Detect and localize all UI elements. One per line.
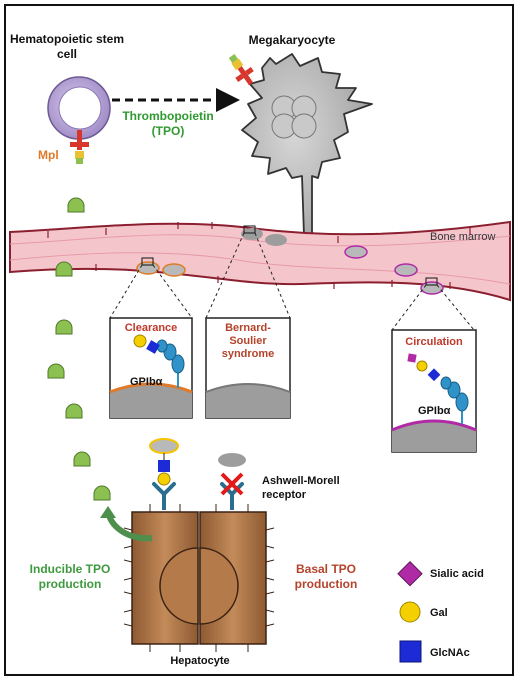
legend-label-2: GlcNAc: [430, 647, 470, 659]
bone-marrow-label: Bone marrow: [430, 231, 495, 243]
tpo-particles: [47, 197, 111, 501]
mpl-receptor-icon: [70, 130, 89, 164]
legend-label-1: Gal: [430, 607, 448, 619]
hsc-label-line1: Hematopoietic stem: [10, 32, 124, 46]
tpo-label-line1: Thrombopoietin: [122, 109, 213, 123]
glcnac-square-icon: [399, 640, 422, 663]
tpo-label-line2: (TPO): [152, 124, 185, 138]
basal-label-line2: production: [295, 577, 358, 591]
amr-label-line1: Ashwell-Morell: [262, 475, 340, 487]
hepatocyte-label: Hepatocyte: [170, 655, 229, 667]
inducible-label-line2: production: [39, 577, 102, 591]
megakaryocyte-cell: [241, 53, 373, 249]
clearance-inset: [109, 317, 193, 419]
blood-vessel: [9, 220, 511, 302]
legend-label-0: Sialic acid: [430, 568, 484, 580]
figure-border: [4, 4, 514, 676]
bernard-soulier-inset: [205, 317, 291, 419]
clearance-label: Clearance: [125, 322, 178, 334]
bss-label-line1: Bernard-: [225, 322, 271, 334]
gp-circulation-label: GPIbα: [418, 405, 451, 417]
bss-label-line3: syndrome: [222, 348, 275, 360]
ashwell-morell-receptor-blocked: [218, 453, 246, 510]
megakaryocyte-label: Megakaryocyte: [249, 33, 336, 47]
sialic-acid-diamond-icon: [397, 560, 423, 587]
hepatocyte-cell: [123, 504, 275, 652]
mpl-tpo-bound-icon: [228, 54, 254, 86]
tpo-release-arrowhead: [100, 506, 116, 518]
ashwell-morell-receptor-active: [149, 438, 179, 510]
circulation-label: Circulation: [405, 336, 463, 348]
legend: Sialic acid Gal GlcNAc: [397, 560, 484, 663]
gp-clearance-label: GPIbα: [130, 376, 163, 388]
basal-label-line1: Basal TPO: [296, 562, 356, 576]
mpl-label: Mpl: [38, 148, 59, 162]
zoom-lines: [109, 232, 475, 331]
gal-circle-icon: [399, 601, 421, 623]
circulation-inset: [391, 329, 477, 453]
bss-label-line2: Soulier: [229, 335, 267, 347]
inducible-label-line1: Inducible TPO: [30, 562, 111, 576]
hsc-label-line2: cell: [57, 47, 77, 61]
amr-label-line2: receptor: [262, 489, 307, 501]
hematopoietic-stem-cell: [47, 76, 111, 140]
